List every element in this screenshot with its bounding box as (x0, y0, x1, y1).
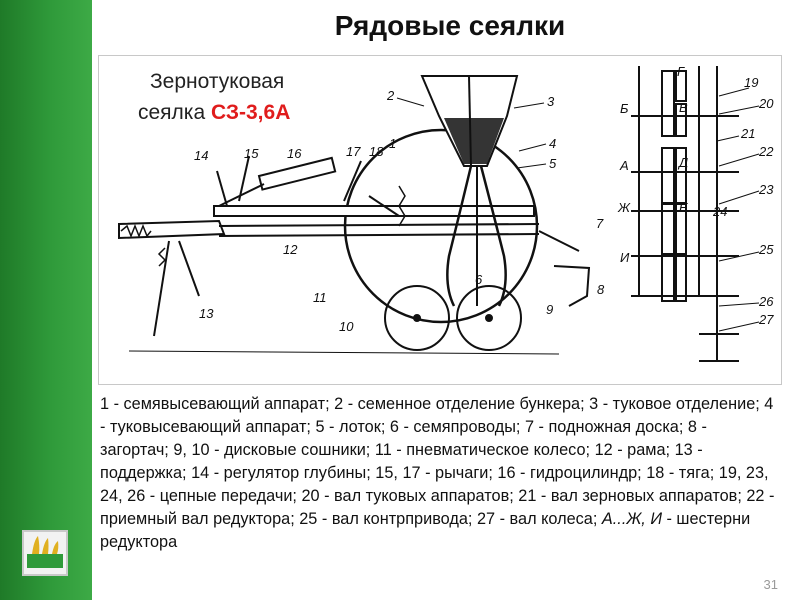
label-gear-g: Г (677, 64, 685, 79)
label-10: 10 (339, 319, 354, 334)
label-14: 14 (194, 148, 208, 163)
seeder-diagram: 2 3 1 4 5 6 7 8 9 10 11 12 13 14 15 16 1… (98, 55, 782, 385)
label-8: 8 (597, 282, 605, 297)
label-23: 23 (758, 182, 774, 197)
seeder-schematic: 2 3 1 4 5 6 7 8 9 10 11 12 13 14 15 16 1… (118, 64, 774, 362)
label-gear-d: Д (677, 155, 688, 170)
subtitle-prefix: сеялка (138, 101, 211, 124)
label-12: 12 (283, 242, 298, 257)
label-9: 9 (546, 302, 553, 317)
university-logo (22, 530, 68, 576)
label-11: 11 (313, 290, 327, 305)
label-25: 25 (758, 242, 774, 257)
label-2: 2 (386, 88, 395, 103)
label-15: 15 (244, 146, 259, 161)
side-bar (0, 0, 92, 600)
label-18: 18 (369, 144, 384, 159)
label-7: 7 (596, 216, 604, 231)
label-gear-e: Е (679, 200, 688, 215)
model-name: СЗ-3,6А (210, 101, 291, 124)
label-17: 17 (346, 144, 361, 159)
label-gear-i: И (620, 250, 630, 265)
label-gear-b: Б (620, 101, 629, 116)
caption-text-1: 1 - семявысевающий аппарат; 2 - семенное… (100, 395, 775, 528)
label-20: 20 (758, 96, 774, 111)
page-number: 31 (763, 577, 778, 592)
label-3: 3 (547, 94, 555, 109)
label-gear-zh: Ж (617, 200, 631, 215)
label-5: 5 (549, 156, 557, 171)
label-26: 26 (758, 294, 774, 309)
label-19: 19 (744, 75, 758, 90)
caption-text-2: - шестерни редуктора (100, 510, 751, 551)
label-1: 1 (389, 136, 396, 151)
label-27: 27 (758, 312, 774, 327)
subtitle-line-2: сеялка СЗ-3,6А (138, 101, 290, 125)
label-6: 6 (475, 272, 483, 287)
label-22: 22 (758, 144, 774, 159)
caption-gears: А...Ж, И (601, 510, 662, 528)
subtitle-line-1: Зернотуковая (150, 70, 285, 93)
legend-caption: 1 - семявысевающий аппарат; 2 - семенное… (100, 393, 780, 554)
label-gear-v: В (679, 100, 688, 115)
label-24: 24 (712, 204, 727, 219)
slide-title: Рядовые сеялки (334, 10, 566, 41)
label-13: 13 (199, 306, 214, 321)
label-gear-a: А (619, 158, 629, 173)
label-21: 21 (740, 126, 755, 141)
label-16: 16 (287, 146, 302, 161)
label-4: 4 (549, 136, 556, 151)
